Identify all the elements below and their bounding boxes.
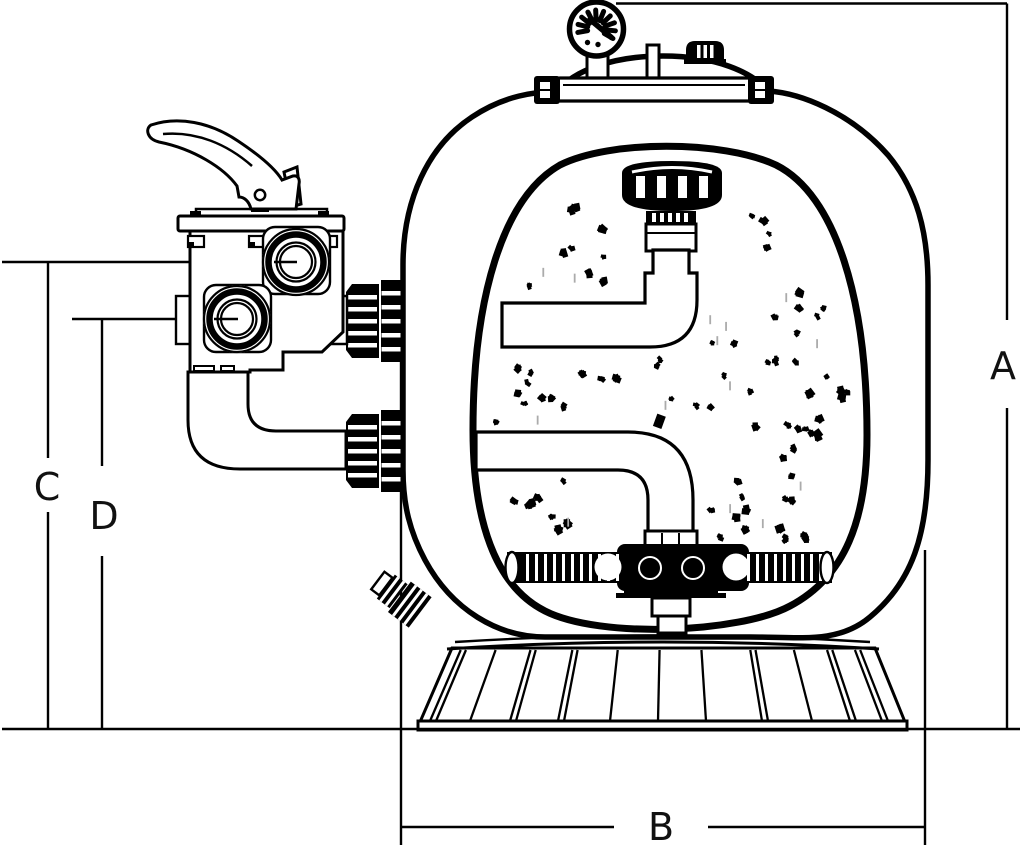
base-ribs [428,649,890,722]
lid-clamp-left [534,76,560,104]
sand-media [492,202,851,545]
handle-pivot-hole [253,188,267,202]
dimension-label-d: D [89,494,118,538]
diffuser-union [644,222,698,253]
vent-knob [684,41,726,64]
dimension-labels: A B C D [34,344,1016,845]
dimension-label-b: B [648,805,674,845]
standpipe-elbow [500,248,699,349]
multiport-valve [174,204,349,471]
lateral-assembly [504,544,835,635]
collector-pipe-elbow [474,430,695,534]
internal-piping [474,161,835,635]
base-collar [446,640,880,651]
dimension-label-a: A [990,344,1016,388]
dimension-annotations [2,2,1020,829]
valve-ports [202,227,331,354]
top-diffuser [622,161,722,253]
tank-window [469,142,871,633]
sand-media-shading [536,267,818,529]
air-relief-pin [645,43,661,81]
handle-lever [146,119,301,211]
drain-plug [369,570,432,628]
pedestal-base [416,634,909,732]
lid-clamp-right [748,76,774,104]
tank-unions [346,280,401,492]
tank-lid [534,41,774,104]
dimension-label-c: C [34,465,61,509]
valve-outlet-elbow [186,370,348,471]
gauge-needle [587,16,615,41]
window-outline [469,142,871,633]
pressure-gauge [566,0,627,59]
lid-clamp-ring [554,76,754,103]
valve-handle [146,119,303,211]
